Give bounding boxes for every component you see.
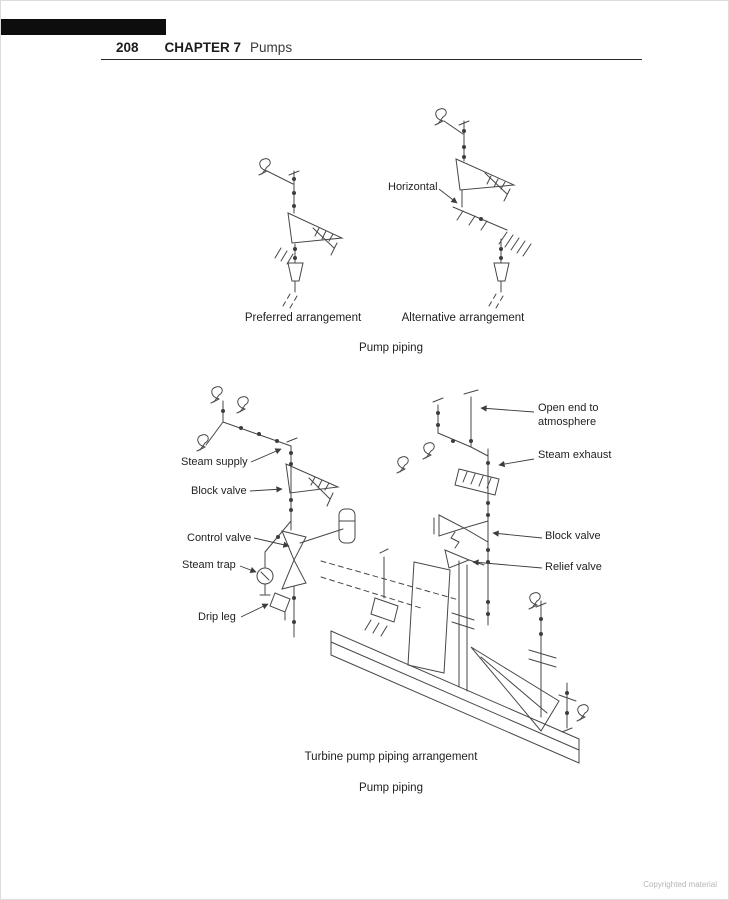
label-steam-supply: Steam supply xyxy=(181,456,248,468)
label-control-valve: Control valve xyxy=(187,532,252,544)
label-block-valve-right: Block valve xyxy=(545,530,601,542)
caption-alternative-arrangement: Alternative arrangement xyxy=(401,312,525,324)
label-open-end-to-atmosphere: Open end to atmosphere xyxy=(538,402,599,428)
page-header: 208 CHAPTER 7 Pumps xyxy=(116,40,292,55)
label-steam-exhaust: Steam exhaust xyxy=(538,449,612,461)
caption-preferred-arrangement: Preferred arrangement xyxy=(244,312,362,324)
label-drip-leg: Drip leg xyxy=(198,611,236,623)
caption-pump-piping-top: Pump piping xyxy=(359,342,423,354)
diagram-alternative-arrangement xyxy=(434,108,532,309)
chapter-label: CHAPTER 7 xyxy=(164,40,242,55)
diagram-preferred-arrangement xyxy=(258,158,344,309)
scan-artifact-bar xyxy=(1,19,166,35)
label-block-valve-left: Block valve xyxy=(191,485,247,497)
caption-turbine-pump-arrangement: Turbine pump piping arrangement xyxy=(304,751,478,763)
label-steam-trap: Steam trap xyxy=(182,559,236,571)
diagram-turbine-pump-piping xyxy=(196,386,589,764)
page-number: 208 xyxy=(116,40,139,55)
header-rule xyxy=(101,59,642,60)
caption-pump-piping-bottom: Pump piping xyxy=(359,782,423,794)
label-leader-lines xyxy=(239,188,543,618)
label-horizontal: Horizontal xyxy=(388,181,438,193)
copyright-notice: Copyrighted material xyxy=(643,880,717,889)
chapter-title: Pumps xyxy=(250,40,293,55)
label-relief-valve: Relief valve xyxy=(545,561,602,573)
flange-dots xyxy=(221,129,569,715)
